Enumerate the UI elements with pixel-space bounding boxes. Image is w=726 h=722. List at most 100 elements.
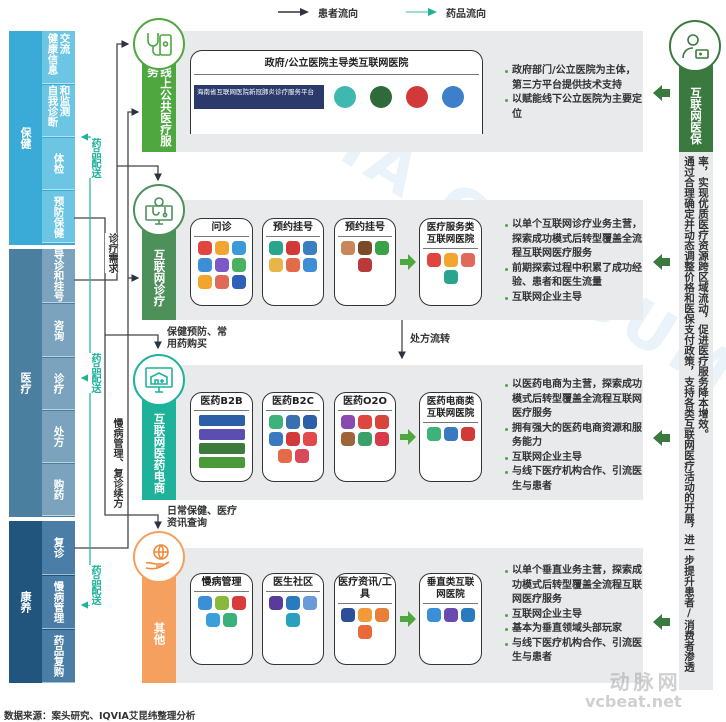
item-checkup: 体检 bbox=[42, 138, 75, 190]
app-logo bbox=[286, 415, 300, 429]
app-logo bbox=[286, 241, 300, 255]
app-logo bbox=[214, 241, 229, 255]
arrow-right-icon bbox=[400, 611, 416, 627]
card-title: 问诊 bbox=[194, 222, 249, 237]
app-logo bbox=[460, 427, 475, 441]
group-label: 保健 bbox=[9, 31, 41, 245]
item-followup: 复诊 bbox=[42, 521, 75, 575]
group-label: 医疗 bbox=[9, 249, 41, 517]
arrow-right-icon bbox=[400, 254, 416, 270]
data-source: 数据来源：案头研究、IQVIA艾昆纬整理分析 bbox=[4, 711, 196, 722]
arrow-left-icon bbox=[653, 85, 670, 101]
bullet-item: 前期探索过程中积累了成功经验、患者和医生流量 bbox=[504, 262, 644, 291]
hospital-logo bbox=[334, 86, 356, 108]
item-registration: 导诊和挂号 bbox=[42, 249, 75, 303]
app-logo bbox=[269, 415, 283, 429]
app-logo bbox=[341, 415, 355, 429]
doctor-monitor-icon bbox=[133, 184, 185, 236]
label-prevention-purchase: 保健预防、常用药购买 bbox=[167, 327, 227, 350]
card-title: 医药B2C bbox=[266, 396, 320, 411]
bullet-item: 基本为垂直领域头部玩家 bbox=[504, 622, 644, 637]
app-logo bbox=[223, 613, 237, 627]
app-logo bbox=[269, 432, 283, 446]
app-logo bbox=[426, 253, 441, 267]
card-title: 慢病管理 bbox=[194, 577, 249, 592]
insurance-bg bbox=[679, 152, 713, 690]
group-medical: 医疗 导诊和挂号 咨询 诊疗 处方 购药 bbox=[9, 249, 75, 517]
app-logo bbox=[206, 613, 220, 627]
card-gov-hospital: 政府/公立医院主导类互联网医院 海南省互联网医院新冠肺炎诊疗服务平台 bbox=[190, 50, 483, 134]
card-3-2: 医疗资讯/工具 bbox=[334, 573, 396, 665]
app-logo bbox=[375, 241, 389, 255]
card-1-3: 医疗服务类互联网医院 bbox=[419, 218, 482, 306]
app-logo bbox=[294, 449, 309, 463]
app-logo bbox=[198, 443, 245, 454]
app-logo bbox=[443, 608, 458, 622]
item-consult: 咨询 bbox=[42, 304, 75, 357]
app-logo bbox=[198, 429, 245, 440]
app-logo bbox=[277, 449, 292, 463]
app-logo bbox=[198, 415, 245, 426]
app-logo bbox=[198, 457, 245, 468]
bullet-item: 互联网企业主导 bbox=[504, 608, 644, 623]
card-title: 医疗资讯/工具 bbox=[338, 577, 392, 604]
card-1-0: 问诊 bbox=[190, 218, 253, 306]
app-logo bbox=[460, 253, 475, 267]
label-drug-delivery-3: 药品配送 bbox=[88, 565, 100, 605]
bullet-item: 与线下医疗机构合作、引流医生与患者 bbox=[504, 465, 644, 494]
app-logo bbox=[443, 427, 458, 441]
card-2-2: 医药O2O bbox=[334, 392, 396, 482]
app-logo bbox=[214, 596, 229, 610]
item-prevention: 预防保健 bbox=[42, 191, 75, 243]
stethoscope-tablet-icon bbox=[133, 18, 185, 70]
app-logo bbox=[269, 241, 283, 255]
app-logo bbox=[286, 596, 300, 610]
card-title: 医药B2B bbox=[194, 396, 249, 411]
item-purchase: 购药 bbox=[42, 464, 75, 516]
app-logo bbox=[197, 275, 212, 289]
app-logo bbox=[269, 596, 283, 610]
drug-flow-arrow-icon bbox=[406, 8, 437, 16]
pharmacy-monitor-icon bbox=[133, 354, 185, 406]
group-health-care: 保健 健康信息交流 自我诊断和监测 体检 预防保健 bbox=[9, 31, 75, 245]
app-logo bbox=[358, 415, 372, 429]
app-logo bbox=[341, 432, 355, 446]
card-3-1: 医生社区 bbox=[262, 573, 324, 665]
app-logo bbox=[231, 258, 246, 272]
bullet-item: 以单个垂直业务主营，探索成功模式后转型覆盖全流程互联网医疗服务 bbox=[504, 564, 644, 608]
item-health-info: 健康信息交流 bbox=[42, 31, 75, 84]
app-logo bbox=[460, 608, 475, 622]
app-logo bbox=[214, 258, 229, 272]
app-logo bbox=[303, 258, 317, 272]
card-2-0: 医药B2B bbox=[190, 392, 253, 482]
app-logo bbox=[197, 596, 212, 610]
card-title: 医药O2O bbox=[338, 396, 392, 411]
item-diagnosis: 诊疗 bbox=[42, 358, 75, 410]
app-logo bbox=[197, 241, 212, 255]
app-logo bbox=[231, 596, 246, 610]
app-logo bbox=[443, 253, 458, 267]
app-logo bbox=[375, 415, 389, 429]
item-self-diagnosis: 自我诊断和监测 bbox=[42, 85, 75, 137]
bullet-item: 以单个互联网诊疗业务主营，探索成功模式后转型覆盖全流程互联网医疗服务 bbox=[504, 218, 644, 262]
card-3-3: 垂直类互联网医院 bbox=[419, 573, 482, 665]
globe-hand-icon bbox=[133, 531, 185, 583]
app-logo bbox=[358, 608, 372, 622]
app-logo bbox=[443, 270, 458, 284]
card-title: 垂直类互联网医院 bbox=[423, 577, 478, 604]
legend: 患者流向 药品流向 bbox=[278, 4, 518, 22]
card-title: 政府/公立医院主导类互联网医院 bbox=[194, 54, 479, 75]
card-3-0: 慢病管理 bbox=[190, 573, 253, 665]
app-logo bbox=[426, 427, 441, 441]
insurance-band: 互联网医保 bbox=[679, 62, 713, 152]
card-1-2: 预约挂号 bbox=[334, 218, 396, 306]
app-logo bbox=[214, 275, 229, 289]
hospital-logo bbox=[370, 86, 392, 108]
app-logo bbox=[303, 432, 317, 446]
app-logo bbox=[286, 258, 300, 272]
card-title: 预约挂号 bbox=[266, 222, 320, 237]
label-prescription-flow: 处方流转 bbox=[410, 334, 450, 346]
item-repurchase: 药品复购 bbox=[42, 630, 75, 683]
label-diagnosis-demand: 诊疗需求 bbox=[105, 233, 117, 273]
